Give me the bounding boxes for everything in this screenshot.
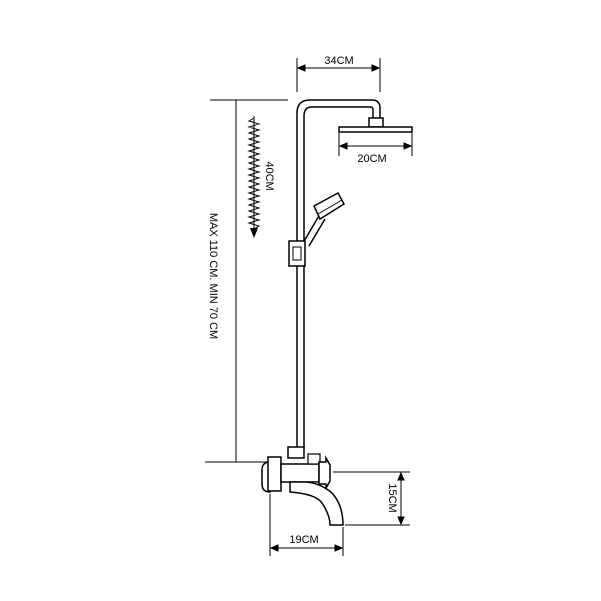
overhead-pipe <box>296 99 381 455</box>
dimension-label-column-height: MAX 110 CM. MIN 70 CM <box>207 213 219 339</box>
dimension-label-19cm: 19CM <box>289 534 318 546</box>
slide-bracket <box>288 240 306 267</box>
dimension-label-20cm: 20CM <box>357 153 386 165</box>
dimension-19cm <box>269 494 344 556</box>
mixer-valve <box>261 446 331 493</box>
dimension-label-34cm: 34CM <box>324 55 353 67</box>
dimension-label-15cm: 15CM <box>386 483 398 512</box>
column-height-dimension <box>205 99 288 463</box>
dimension-34cm <box>296 58 381 92</box>
dimension-label-40cm: 40CM <box>263 161 275 190</box>
dimension-15cm <box>333 471 410 526</box>
dimension-20cm <box>338 133 413 156</box>
slide-travel-spring <box>247 116 261 238</box>
hand-shower <box>302 191 345 247</box>
bath-spout <box>289 481 344 526</box>
shower-head <box>338 117 413 133</box>
